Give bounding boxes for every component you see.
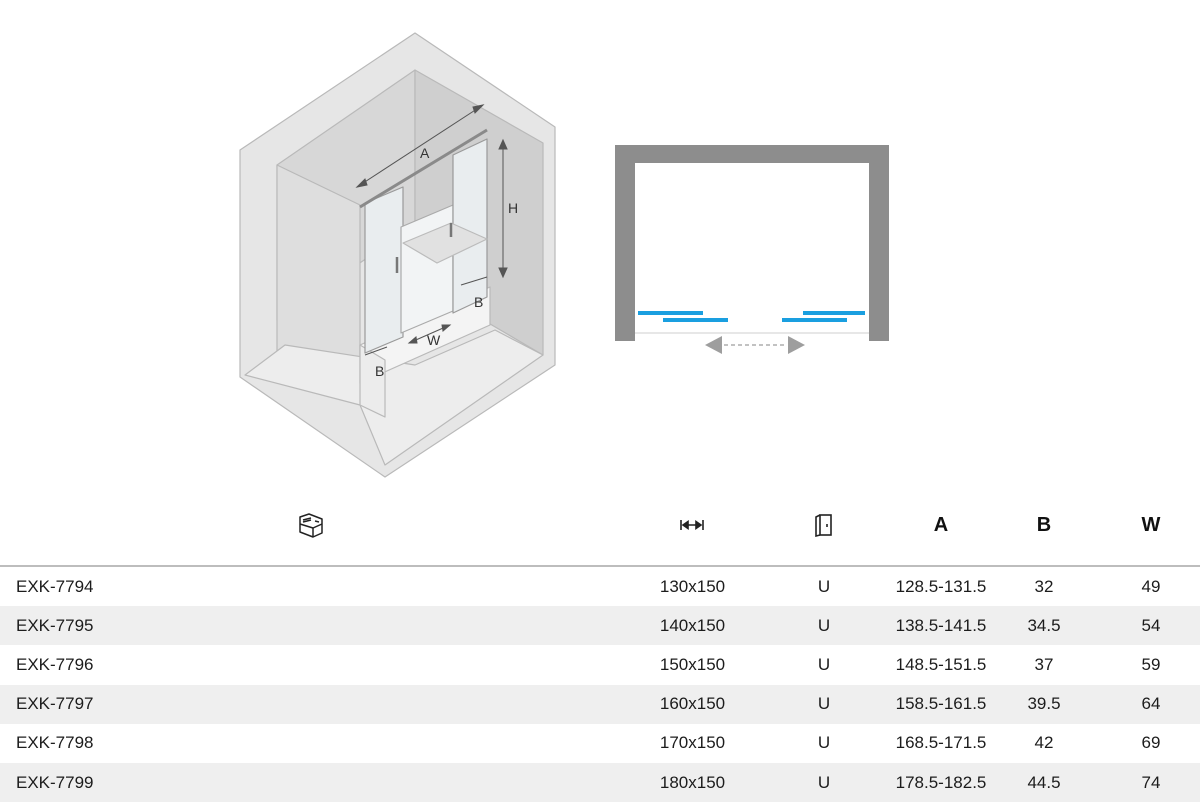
- plan-view-drawing: [615, 145, 889, 354]
- table-row: EXK-7798 170x150 U 168.5-171.5 42 69: [0, 724, 1200, 763]
- table-row: EXK-7795 140x150 U 138.5-141.5 34.5 54: [0, 606, 1200, 646]
- cell-b: 37: [1034, 654, 1054, 674]
- table-header: A B W: [0, 495, 1200, 565]
- cell-code: EXK-7799: [16, 772, 94, 792]
- cell-size: 130x150: [659, 576, 726, 596]
- sliding-direction-arrow: [705, 336, 805, 354]
- table-row: EXK-7796 150x150 U 148.5-151.5 37 59: [0, 645, 1200, 684]
- cell-type: U: [817, 694, 831, 714]
- cell-w: 49: [1141, 576, 1161, 596]
- cell-type: U: [817, 772, 831, 792]
- cell-type: U: [817, 576, 831, 596]
- header-a: A: [933, 513, 949, 536]
- cell-type: U: [817, 615, 831, 635]
- dimension-a-label: A: [420, 145, 430, 161]
- cell-code: EXK-7795: [16, 615, 94, 635]
- cell-a: 178.5-182.5: [895, 772, 987, 792]
- cell-b: 39.5: [1027, 694, 1061, 714]
- cell-w: 74: [1141, 772, 1161, 792]
- table-row: EXK-7797 160x150 U 158.5-161.5 39.5 64: [0, 684, 1200, 724]
- glass-panel-sliding-right: [782, 318, 847, 322]
- cell-a: 138.5-141.5: [895, 615, 987, 635]
- cell-type: U: [817, 654, 831, 674]
- cell-b: 44.5: [1027, 772, 1061, 792]
- cell-code: EXK-7798: [16, 733, 94, 753]
- cell-code: EXK-7794: [16, 576, 94, 596]
- dimension-b-right-label: B: [474, 294, 483, 310]
- cell-size: 160x150: [659, 694, 726, 714]
- glass-panel-fixed-right: [803, 311, 865, 315]
- glass-panel-fixed-left: [638, 311, 703, 315]
- bathtub-icon: [288, 495, 334, 555]
- glass-panel-center: [400, 204, 454, 334]
- table-row: EXK-7799 180x150 U 178.5-182.5 44.5 74: [0, 762, 1200, 803]
- plan-interior: [635, 163, 869, 333]
- bathtub-side: [359, 344, 386, 418]
- cell-code: EXK-7796: [16, 654, 94, 674]
- dimension-h-label: H: [508, 200, 518, 216]
- cell-size: 180x150: [659, 772, 726, 792]
- cell-b: 32: [1034, 576, 1054, 596]
- dimension-b-left-line: [364, 346, 388, 356]
- glass-panel-sliding-left: [663, 318, 728, 322]
- dimension-a-line: [356, 104, 484, 188]
- tub-inner: [402, 222, 488, 264]
- cell-size: 140x150: [659, 615, 726, 635]
- dimension-b-right-line: [460, 276, 488, 286]
- cell-a: 158.5-161.5: [895, 694, 987, 714]
- cell-w: 59: [1141, 654, 1161, 674]
- header-b: B: [1036, 513, 1052, 536]
- dimension-w-label: W: [427, 332, 441, 348]
- cell-w: 54: [1141, 615, 1161, 635]
- table-row: EXK-7794 130x150 U 128.5-131.5 32 49: [0, 567, 1200, 606]
- spec-table: EXK-7794 130x150 U 128.5-131.5 32 49 EXK…: [0, 567, 1200, 803]
- cell-w: 64: [1141, 694, 1161, 714]
- glass-panel-left: [364, 186, 404, 354]
- isometric-installation-drawing: A H W B B: [239, 32, 556, 478]
- header-w: W: [1141, 513, 1161, 536]
- cell-w: 69: [1141, 733, 1161, 753]
- cell-a: 128.5-131.5: [895, 576, 987, 596]
- dimension-b-left-label: B: [375, 363, 384, 379]
- cell-b: 42: [1034, 733, 1054, 753]
- cell-b: 34.5: [1027, 615, 1061, 635]
- door-icon: [806, 495, 842, 555]
- room-floor: [244, 329, 544, 466]
- header-divider: [0, 565, 1200, 567]
- glass-panel-right: [452, 138, 488, 314]
- cell-type: U: [817, 733, 831, 753]
- cell-size: 150x150: [659, 654, 726, 674]
- width-arrows-icon: [670, 495, 714, 555]
- cell-code: EXK-7797: [16, 694, 94, 714]
- cell-a: 168.5-171.5: [895, 733, 987, 753]
- cell-size: 170x150: [659, 733, 726, 753]
- cell-a: 148.5-151.5: [895, 654, 987, 674]
- plan-walls: [615, 145, 889, 341]
- top-rail: [359, 128, 488, 209]
